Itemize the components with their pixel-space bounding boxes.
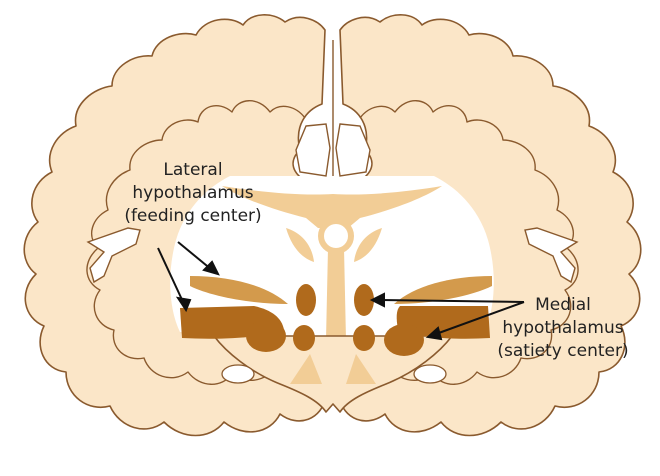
medial-label-line3: (satiety center) — [488, 340, 638, 363]
corpus-callosum-left — [296, 124, 330, 176]
left-medial-nucleus-upper — [296, 284, 316, 316]
left-medial-nucleus-lower — [293, 325, 315, 351]
septum-circle — [321, 221, 351, 251]
medial-hypothalamus-label: Medial hypothalamus (satiety center) — [488, 294, 638, 363]
left-lower-nucleus — [246, 320, 286, 352]
lateral-label-line3: (feeding center) — [112, 205, 274, 228]
right-medial-nucleus-lower — [353, 325, 375, 351]
corpus-callosum-right — [336, 124, 370, 176]
medial-label-line1: Medial — [488, 294, 638, 317]
lateral-hypothalamus-label: Lateral hypothalamus (feeding center) — [112, 159, 274, 228]
medial-label-line2: hypothalamus — [488, 317, 638, 340]
right-mammillary-body — [414, 365, 446, 383]
left-mammillary-body — [222, 365, 254, 383]
lateral-label-line1: Lateral — [112, 159, 274, 182]
lateral-label-line2: hypothalamus — [112, 182, 274, 205]
right-lower-nucleus — [384, 324, 424, 356]
